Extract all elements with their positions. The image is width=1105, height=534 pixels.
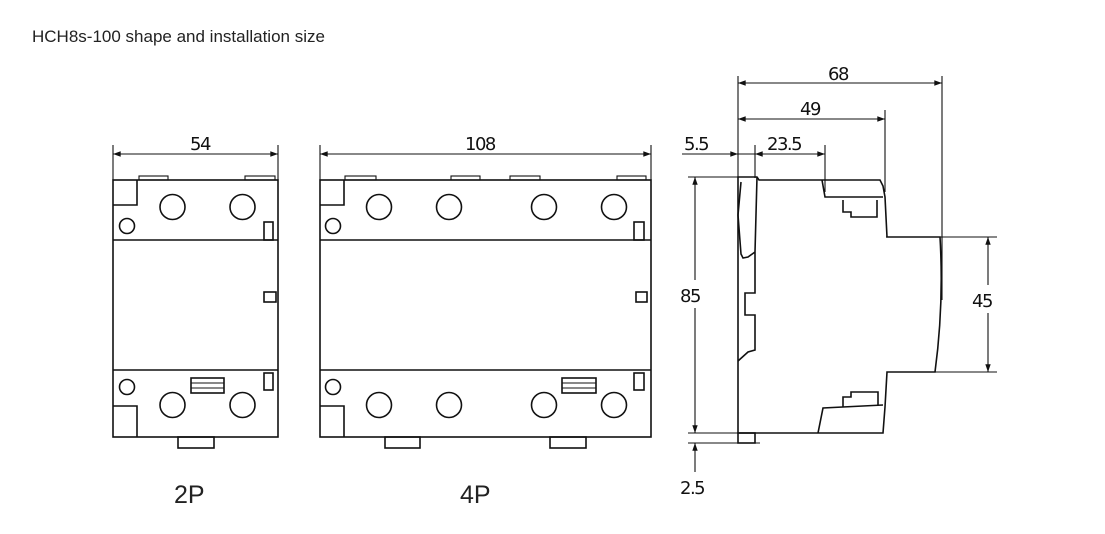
- dim-label-49: 49: [800, 99, 821, 120]
- terminal-screw: [229, 193, 256, 221]
- dim-label-85: 85: [680, 286, 700, 307]
- diagram-title: HCH8s-100 shape and installation size: [32, 27, 325, 46]
- dim-label-2-5: 2.5: [680, 478, 704, 499]
- terminal-screw: [159, 193, 186, 221]
- din-clip: [177, 436, 215, 449]
- terminal-screw: [229, 391, 256, 419]
- terminal-screw: [159, 391, 186, 419]
- indicator-window: [635, 291, 648, 303]
- indicator-window: [263, 291, 277, 303]
- view-label-2p: 2P: [174, 481, 205, 509]
- switch-grill: [190, 377, 225, 394]
- view-label-4p: 4P: [460, 481, 491, 509]
- dim-label-23-5: 23.5: [767, 134, 801, 155]
- side-profile-outline: [737, 176, 943, 434]
- dim-label-108: 108: [465, 134, 496, 155]
- side-view: 68 49 5.5 23.5 85 2.5 45: [680, 64, 997, 499]
- switch-grill: [561, 377, 597, 394]
- dim-label-54: 54: [190, 134, 211, 155]
- din-clip: [549, 436, 587, 449]
- dim-label-45: 45: [972, 291, 992, 312]
- din-clip: [384, 436, 421, 449]
- din-clip-foot: [737, 432, 756, 444]
- front-view-4p: 108 4P: [319, 134, 652, 509]
- dim-label-68: 68: [828, 64, 849, 85]
- dim-label-5-5: 5.5: [684, 134, 708, 155]
- front-view-2p: 54 2P: [112, 134, 279, 509]
